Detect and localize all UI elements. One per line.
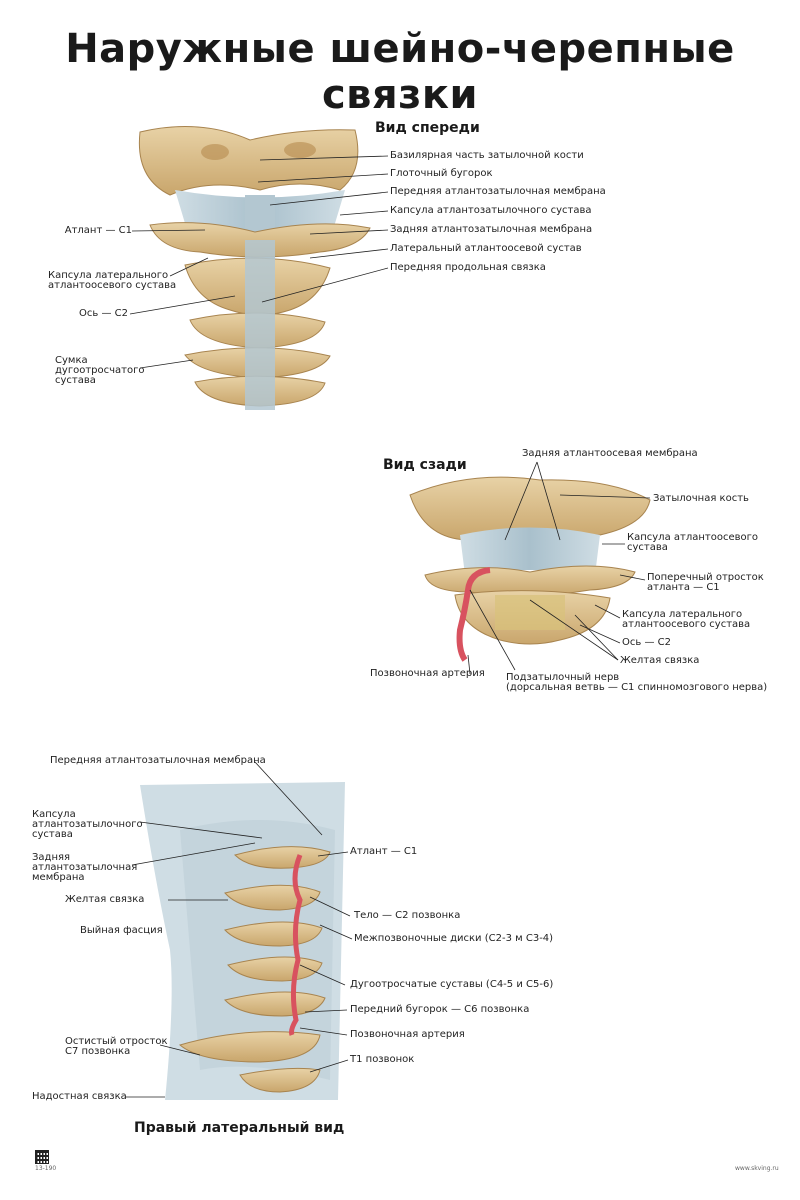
label-suboccipital-nerve: Подзатылочный нерв (дорсальная ветвь — С… bbox=[506, 672, 768, 693]
label-nuchal-fascia: Выйная фасция bbox=[80, 925, 163, 936]
label-lateral-atlanto-axial-capsule-back: Капсула латерального атлантоосевого суст… bbox=[622, 609, 751, 630]
label-axis-back: Ось — С2 bbox=[622, 637, 671, 648]
front-view-illustration bbox=[138, 126, 371, 410]
label-uncovertebral-joints: Дугоотросчатые суставы (С4-5 и С5-6) bbox=[350, 979, 554, 990]
label-posterior-atlanto-occipital-membrane: Задняя атлантозатылочная мембрана bbox=[390, 224, 593, 235]
label-anterior-atlanto-occipital-membrane-lateral: Передняя атлантозатылочная мембрана bbox=[50, 755, 266, 766]
back-membrane bbox=[460, 527, 600, 575]
lateral-vertebrae bbox=[178, 846, 331, 1093]
back-view-title: Вид сзади bbox=[383, 457, 467, 473]
footer-code: 13-190 bbox=[35, 1165, 57, 1172]
label-anterior-tubercle-c6: Передний бугорок — С6 позвонка bbox=[350, 1004, 530, 1015]
label-lateral-atlanto-axial-joint: Латеральный атлантоосевой сустав bbox=[390, 243, 582, 254]
label-ligamentum-flavum-lateral: Желтая связка bbox=[65, 894, 145, 905]
label-basilar: Базилярная часть затылочной кости bbox=[390, 150, 584, 161]
lateral-view-title: Правый латеральный вид bbox=[134, 1120, 345, 1136]
label-posterior-atlanto-axial-membrane: Задняя атлантоосевая мембрана bbox=[522, 448, 698, 459]
back-vertebral-artery bbox=[456, 567, 491, 662]
lateral-view-illustration bbox=[140, 782, 345, 1100]
label-atlanto-occipital-capsule: Капсула атлантозатылочного сустава bbox=[390, 205, 592, 216]
front-basilar-bone bbox=[138, 126, 359, 196]
label-axis: Ось — C2 bbox=[79, 308, 128, 319]
back-view-illustration bbox=[409, 476, 651, 662]
label-anterior-longitudinal-ligament: Передняя продольная связка bbox=[390, 262, 546, 273]
label-anterior-atlanto-occipital-membrane: Передняя атлантозатылочная мембрана bbox=[390, 186, 606, 197]
label-t1-vertebra: Т1 позвонок bbox=[350, 1054, 415, 1065]
label-intervertebral-discs: Межпозвоночные диски (С2-3 м С3-4) bbox=[354, 933, 554, 944]
label-atlanto-occipital-capsule-lateral: Капсула атлантозатылочного сустава bbox=[32, 809, 143, 840]
leader-lines bbox=[125, 155, 651, 1098]
label-ligamentum-flavum-back: Желтая связка bbox=[620, 655, 700, 666]
label-posterior-atlanto-occipital-membrane-lateral: Задняя атлантозатылочная мембрана bbox=[32, 852, 138, 883]
front-atlas bbox=[149, 222, 371, 258]
label-atlanto-axial-capsule: Капсула атлантоосевого сустава bbox=[627, 532, 758, 553]
label-atlas: Атлант — C1 bbox=[64, 225, 132, 236]
lateral-vertebral-artery bbox=[289, 854, 303, 1036]
footer-site: www.skving.ru bbox=[735, 1165, 779, 1172]
label-supraspinous-ligament: Надостная связка bbox=[32, 1091, 127, 1102]
front-view-title: Вид спереди bbox=[375, 120, 480, 136]
label-spinous-process-c7: Остистый отросток С7 позвонка bbox=[65, 1036, 168, 1057]
label-uncovertebral-bursa: Сумка дугоотросчатого сустава bbox=[55, 355, 145, 386]
qr-code-icon bbox=[35, 1150, 49, 1164]
label-transverse-process-atlas: Поперечный отросток атланта — С1 bbox=[647, 572, 764, 593]
label-lateral-atlanto-axial-capsule: Капсула латерального атлантоосевого суст… bbox=[48, 270, 177, 291]
label-vertebral-artery-back: Позвоночная артерия bbox=[370, 668, 485, 679]
poster-title: Наружные шейно-черепные связки bbox=[65, 26, 735, 118]
label-atlas-lateral: Атлант — С1 bbox=[350, 846, 418, 857]
label-pharyngeal-tubercle: Глоточный бугорок bbox=[390, 168, 493, 179]
label-occipital-bone: Затылочная кость bbox=[653, 493, 749, 504]
label-vertebral-artery-lateral: Позвоночная артерия bbox=[350, 1029, 465, 1040]
label-body-c2: Тело — С2 позвонка bbox=[354, 910, 461, 921]
